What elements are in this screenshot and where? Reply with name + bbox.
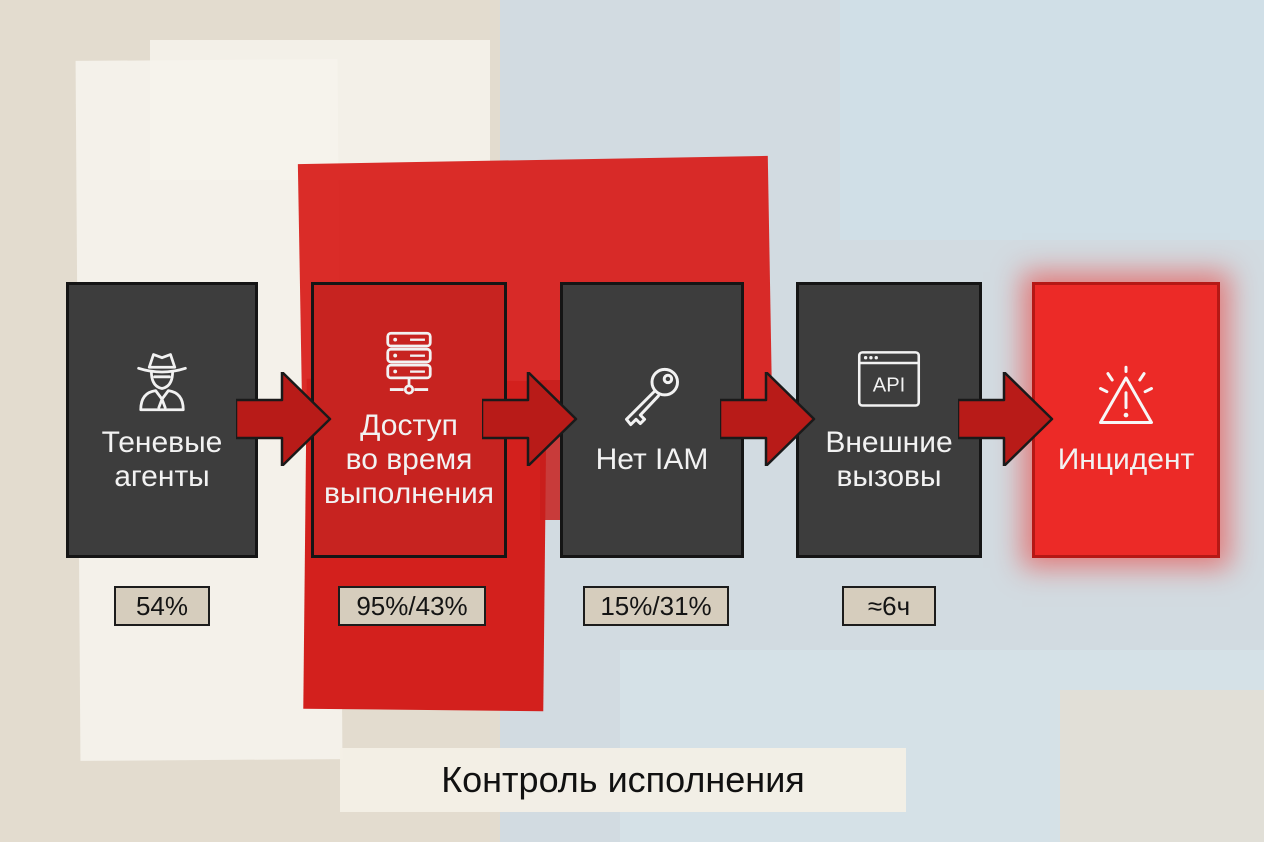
stat-badge: 15%/31%: [583, 586, 729, 626]
stat-badge: 54%: [114, 586, 210, 626]
background-white-brush-top: [150, 40, 490, 180]
arrow-right-icon: [720, 372, 816, 466]
stat-badge: 95%/43%: [338, 586, 486, 626]
arrow-right-icon: [236, 372, 332, 466]
stage-runtime-access: Доступ во время выполнения: [311, 282, 507, 558]
stage-label: Внешние вызовы: [825, 426, 953, 493]
stage-external-calls: API Внешние вызовы: [796, 282, 982, 558]
api-window-icon: API: [857, 351, 921, 407]
stage-label: Теневые агенты: [101, 426, 223, 493]
stage-no-iam: Нет IAM: [560, 282, 744, 558]
api-icon-text: API: [873, 375, 906, 397]
stat-badge: ≈6ч: [842, 586, 936, 626]
spy-icon: [137, 353, 187, 412]
arrow-right-icon: [482, 372, 578, 466]
warning-icon: [1099, 365, 1153, 424]
stage-label: Нет IAM: [595, 443, 709, 476]
background-cream-patch: [1060, 690, 1264, 842]
stage-label: Инцидент: [1057, 443, 1195, 476]
background-blue-wash: [840, 0, 1264, 240]
stage-shadow-agents: Теневые агенты: [66, 282, 258, 558]
stage-incident: Инцидент: [1032, 282, 1220, 558]
stage-label: Доступ во время выполнения: [323, 409, 495, 510]
arrow-right-icon: [958, 372, 1054, 466]
diagram-title: Контроль исполнения: [441, 759, 805, 800]
server-icon: [386, 331, 432, 395]
key-icon: [625, 367, 679, 427]
footer-highlight: [340, 748, 906, 812]
